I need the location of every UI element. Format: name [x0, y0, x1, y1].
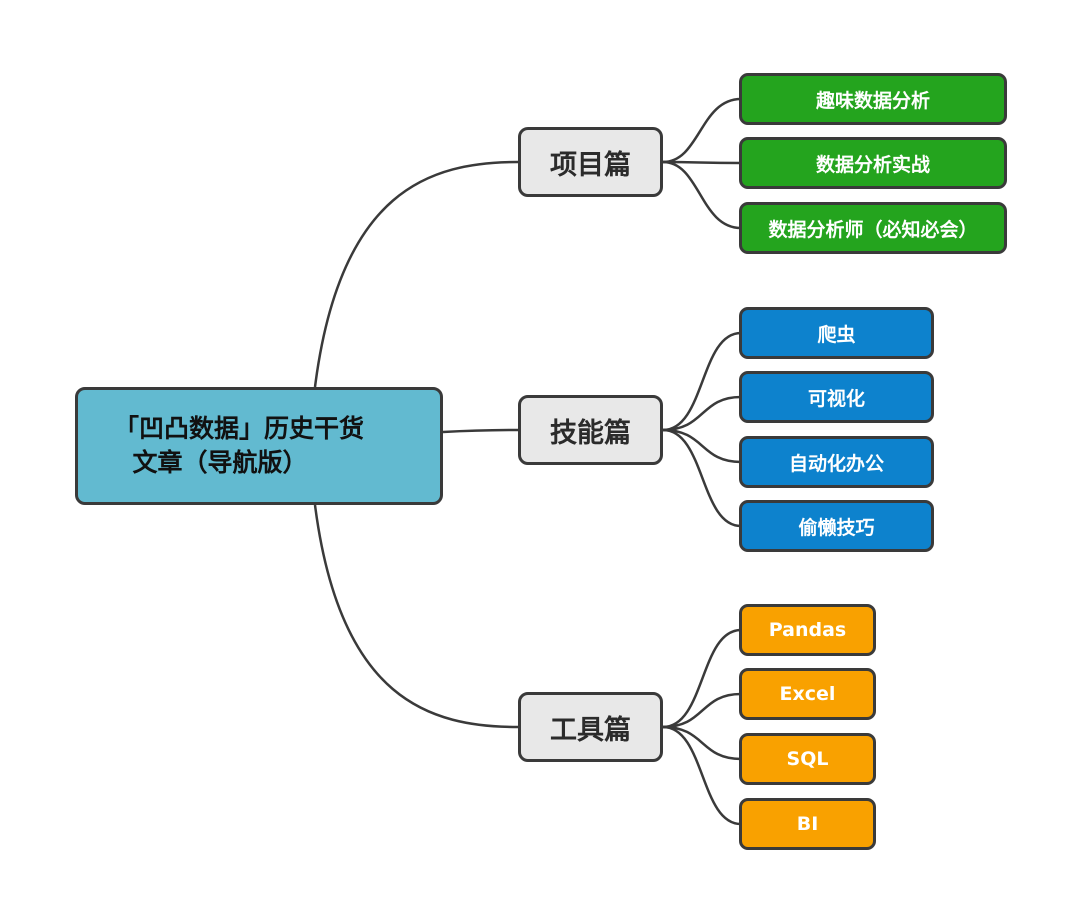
branch-node-projects: 项目篇 [518, 127, 663, 197]
connector-tools-leaf-1 [662, 628, 742, 729]
root-title-line-2: 文章（导航版） [132, 448, 308, 477]
connector-skills-leaf-3 [662, 428, 742, 464]
leaf-node-sql: SQL [739, 733, 876, 785]
leaf-node-data-analysis-practice: 数据分析实战 [739, 137, 1007, 189]
root-title-line-1: 「凹凸数据」历史干货 [113, 414, 364, 443]
connector-tools-leaf-4 [662, 725, 742, 826]
leaf-node-excel: Excel [739, 668, 876, 720]
connector-tools-leaf-2 [662, 692, 742, 729]
leaf-node-fun-data-analysis: 趣味数据分析 [739, 73, 1007, 125]
leaf-node-bi: BI [739, 798, 876, 850]
connector-root-projects [313, 160, 519, 388]
connector-tools-leaf-3 [662, 725, 742, 761]
connector-projects-leaf-3 [662, 160, 742, 230]
connector-root-skills [442, 428, 519, 434]
connector-projects-leaf-2 [662, 160, 742, 165]
leaf-node-productivity-tricks: 偷懒技巧 [739, 500, 934, 552]
connector-skills-leaf-4 [662, 428, 742, 528]
leaf-node-data-analyst-essentials: 数据分析师（必知必会） [739, 202, 1007, 254]
leaf-node-visualization: 可视化 [739, 371, 934, 423]
connector-skills-leaf-1 [662, 331, 742, 432]
leaf-node-pandas: Pandas [739, 604, 876, 656]
branch-node-tools: 工具篇 [518, 692, 663, 762]
connector-skills-leaf-2 [662, 395, 742, 432]
root-node: 「凹凸数据」历史干货 文章（导航版） [75, 387, 443, 505]
leaf-node-crawler: 爬虫 [739, 307, 934, 359]
branch-node-skills: 技能篇 [518, 395, 663, 465]
connector-root-tools [313, 504, 519, 729]
leaf-node-office-automation: 自动化办公 [739, 436, 934, 488]
connector-projects-leaf-1 [662, 97, 742, 164]
